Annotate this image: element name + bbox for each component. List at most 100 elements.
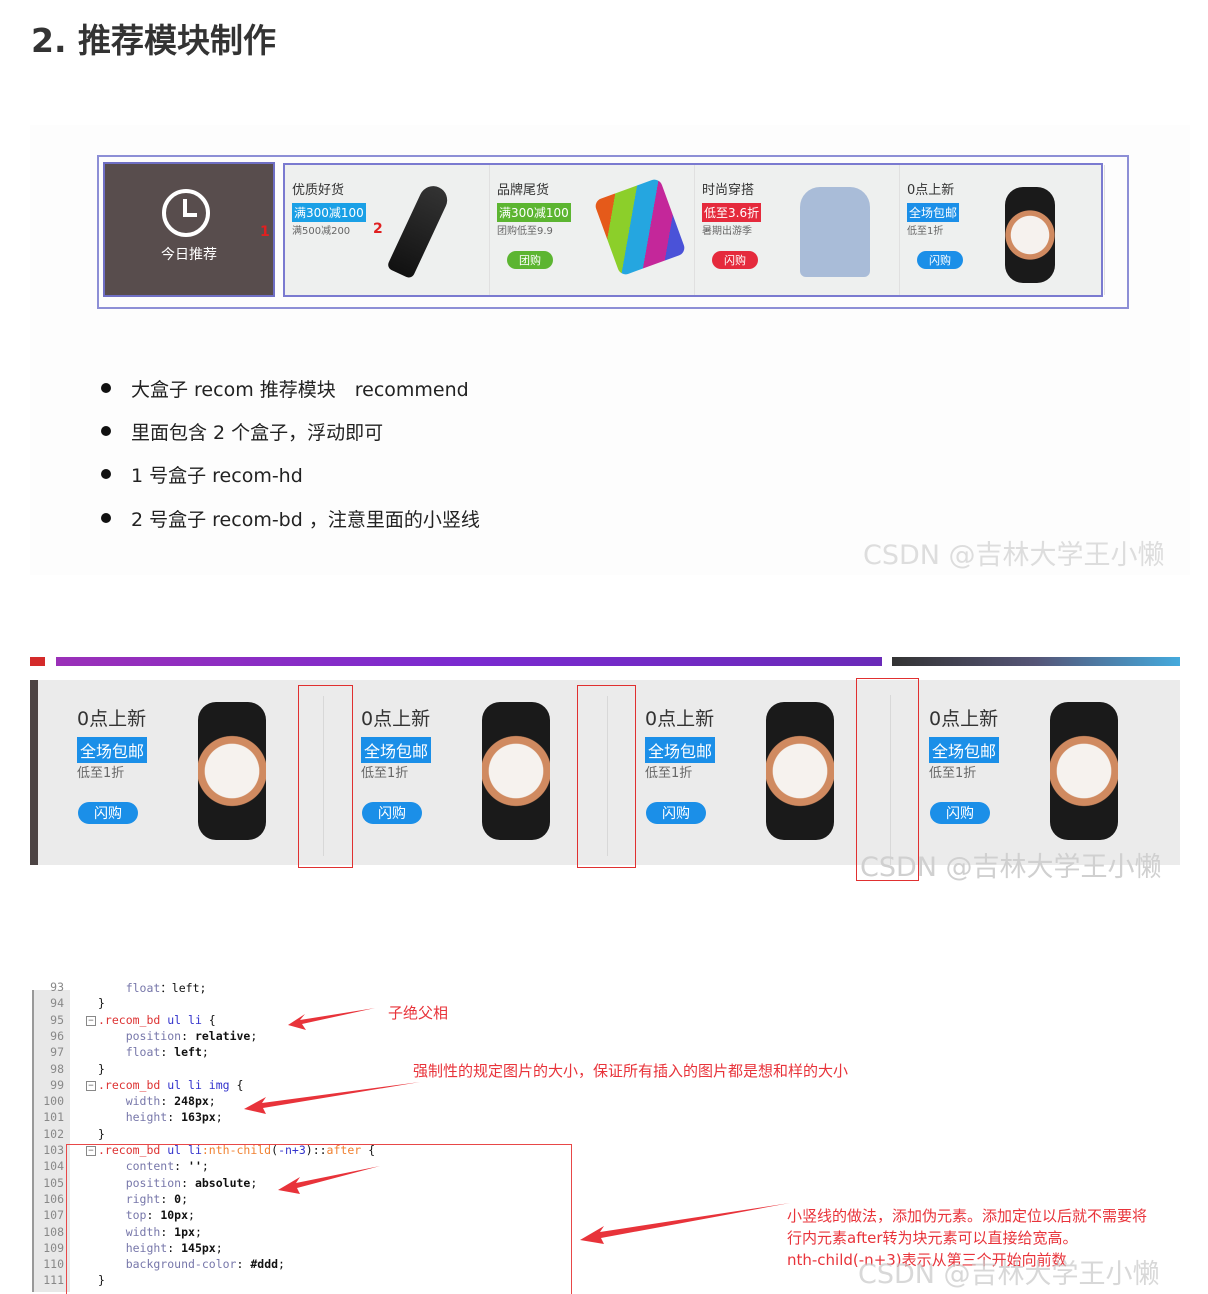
- item-button[interactable]: 闪购: [930, 802, 990, 824]
- code-token: after: [326, 1143, 362, 1157]
- item-button[interactable]: 闪购: [362, 802, 422, 824]
- line-number: 105: [43, 1175, 64, 1190]
- strip-gradient: [56, 657, 882, 666]
- item-button[interactable]: 闪购: [78, 802, 138, 824]
- code-token: ;: [194, 1224, 202, 1239]
- product-image-watch: [1050, 702, 1118, 840]
- item-title: 0点上新: [361, 708, 431, 730]
- code-token: float: [98, 981, 161, 995]
- promo-tag: 满300减100: [497, 203, 571, 222]
- code-token: :: [160, 1094, 175, 1109]
- code-token: ul li: [167, 1012, 209, 1027]
- code-token: }: [98, 1061, 105, 1076]
- recommend-item: 0点上新全场包邮低至1折闪购: [890, 680, 1174, 865]
- line-number: 94: [50, 996, 64, 1011]
- code-token: 248px: [174, 1094, 209, 1109]
- code-token: .recom_bd: [98, 1012, 168, 1027]
- code-token: }: [98, 996, 105, 1011]
- watermark: CSDN @吉林大学王小懒: [863, 540, 1165, 571]
- code-token: '': [188, 1159, 202, 1174]
- code-line: width: 248px;: [98, 1094, 216, 1108]
- annotation-3-line: nth-child(-n+3)表示从第三个开始向前数: [787, 1251, 1067, 1269]
- recommend-item: 时尚穿搭低至3.6折暑期出游季闪购: [695, 165, 900, 295]
- fold-toggle-icon: −: [86, 1080, 96, 1091]
- line-number: 103: [43, 1143, 64, 1157]
- code-line: height: 163px;: [98, 1110, 223, 1124]
- code-token: -n+3: [278, 1143, 306, 1157]
- code-line: height: 145px;: [98, 1241, 223, 1255]
- annotation-3-line: 小竖线的做法，添加伪元素。添加定位以后就不需要将: [787, 1207, 1148, 1225]
- recommend-item: 0点上新全场包邮低至1折闪购: [606, 680, 890, 865]
- fold-toggle-icon: −: [86, 1146, 96, 1156]
- highlight-box: [577, 685, 636, 868]
- code-token: (: [271, 1143, 279, 1157]
- line-number: 96: [50, 1028, 64, 1043]
- code-token: height: [98, 1110, 168, 1125]
- line-gutter: [32, 990, 70, 1292]
- bullet-dot: [101, 383, 111, 393]
- item-title: 0点上新: [645, 708, 715, 730]
- bullet-text: 1 号盒子 recom-hd: [131, 465, 303, 487]
- marker-2: 2: [373, 221, 383, 237]
- line-number: 99: [50, 1077, 64, 1092]
- code-line: position: relative;: [98, 1029, 258, 1043]
- line-number: 97: [50, 1045, 64, 1060]
- item-button[interactable]: 闪购: [917, 251, 963, 269]
- code-token: left: [174, 1045, 202, 1060]
- item-title: 时尚穿搭: [702, 183, 755, 198]
- line-number: 93: [50, 980, 64, 994]
- code-line: float：left;: [98, 980, 207, 996]
- item-title: 0点上新: [907, 183, 955, 198]
- code-token: {: [208, 1012, 216, 1027]
- bullet-text: 里面包含 2 个盒子，浮动即可: [131, 422, 384, 444]
- code-token: content: [98, 1159, 175, 1174]
- highlight-box: [298, 685, 353, 868]
- line-number: 98: [50, 1061, 64, 1076]
- annotation-3-line: 行内元素after转为块元素可以直接给宽高。: [787, 1229, 1078, 1247]
- code-token: 10px: [160, 1208, 189, 1223]
- item-title: 优质好货: [292, 183, 345, 198]
- annotation-2: 强制性的规定图片的大小，保证所有插入的图片都是想和样的大小: [413, 1062, 849, 1080]
- code-token: )::: [305, 1143, 327, 1157]
- code-editor-screenshot: 93 float：left;94}95.recom_bd ul li {−96 …: [32, 980, 572, 1292]
- code-token: {: [236, 1077, 244, 1092]
- strip-thumb: [892, 657, 1180, 666]
- code-token: width: [98, 1224, 161, 1239]
- code-token: {: [361, 1143, 376, 1157]
- recom-hd: 今日推荐 1: [103, 162, 275, 297]
- marker-1: 1: [260, 224, 270, 240]
- code-token: ;: [215, 1110, 223, 1125]
- annotation-1: 子绝父相: [388, 1004, 449, 1022]
- item-subtitle: 低至1折: [77, 766, 125, 781]
- code-token: ;: [188, 1208, 195, 1223]
- code-token: :: [167, 1110, 182, 1125]
- code-line: content: '';: [98, 1159, 209, 1173]
- recommend-item: 0点上新全场包邮低至1折闪购: [900, 165, 1105, 295]
- code-line: top: 10px;: [98, 1208, 195, 1222]
- code-token: float: [98, 1045, 161, 1060]
- item-button[interactable]: 闪购: [646, 802, 706, 824]
- item-subtitle: 低至1折: [645, 766, 693, 781]
- line-number: 111: [43, 1273, 64, 1288]
- line-number: 100: [43, 1094, 64, 1109]
- code-token: ;: [201, 1045, 209, 1060]
- code-line: .recom_bd ul li:nth-child(-n+3)::after {: [98, 1143, 375, 1157]
- code-token: ;: [215, 1240, 223, 1255]
- code-token: :: [236, 1257, 251, 1272]
- item-button[interactable]: 团购: [507, 251, 553, 269]
- line-number: 102: [43, 1126, 64, 1141]
- item-button[interactable]: 闪购: [712, 251, 758, 269]
- code-token: }: [98, 1126, 105, 1141]
- item-subtitle: 低至1折: [907, 226, 944, 237]
- code-token: ;: [208, 1094, 216, 1109]
- promo-tag: 全场包邮: [645, 737, 716, 763]
- arrow-3: [278, 1166, 380, 1194]
- line-number: 107: [43, 1208, 64, 1223]
- line-number: 106: [43, 1191, 64, 1206]
- line-number: 110: [43, 1257, 64, 1272]
- code-line: position: absolute;: [98, 1176, 258, 1190]
- strip-red: [30, 657, 45, 666]
